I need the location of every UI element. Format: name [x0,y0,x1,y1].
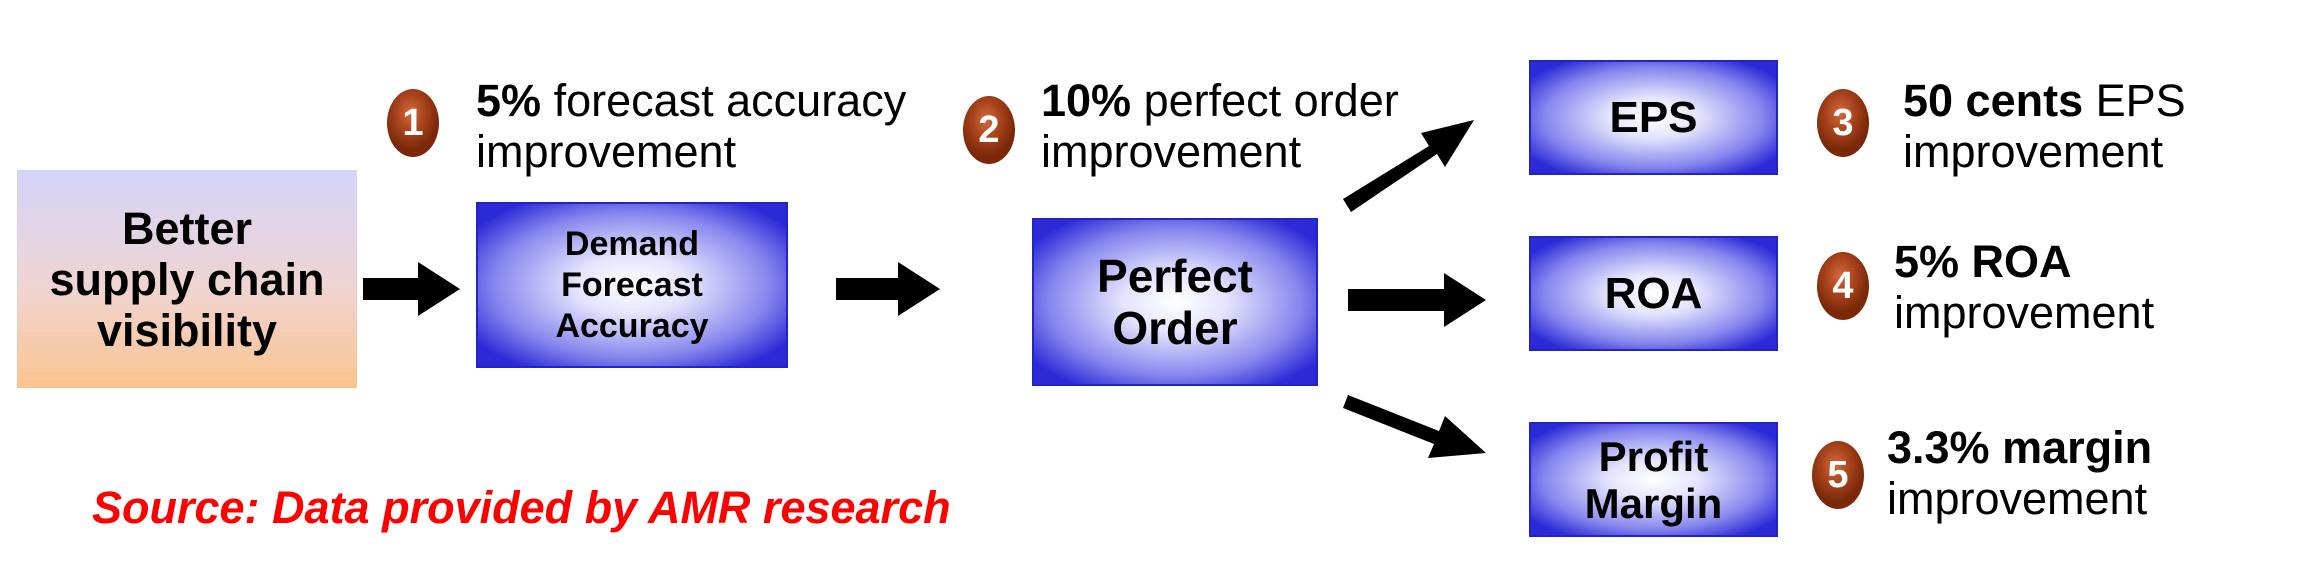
annotation-5: 3.3% margin improvement [1887,422,2152,524]
annotation-4-bold: 5% ROA [1894,236,2072,287]
annotation-2: 10% perfect order improvement [1041,75,1399,177]
badge-4: 4 [1817,252,1869,320]
box-line: Demand [564,224,700,263]
annotation-2-line2: improvement [1041,126,1302,177]
box-line: Order [1112,302,1238,354]
arrow-demand-to-perfect [836,262,940,316]
box-profit-margin: Profit Margin [1529,422,1778,537]
start-box-line: Better [121,202,253,254]
badge-number: 3 [1832,101,1854,144]
annotation-1-bold: 5% [476,75,542,126]
annotation-5-bold: 3.3% margin [1887,422,2153,473]
box-line: Perfect [1097,250,1253,302]
annotation-2-bold: 10% [1041,75,1132,126]
badge-number: 4 [1832,264,1854,307]
badge-number: 2 [978,108,1000,151]
box-eps: EPS [1529,60,1778,175]
arrows-group [363,120,1486,458]
box-perfect-order: Perfect Order [1032,218,1318,386]
box-demand-forecast-accuracy: Demand Forecast Accuracy [476,202,788,368]
annotation-3-line2: improvement [1903,126,2164,177]
annotation-3-rest: EPS [2095,75,2186,126]
annotation-1: 5% forecast accuracy improvement [476,75,906,177]
annotation-1-line2: improvement [476,126,737,177]
start-box-line: supply chain [49,253,325,305]
source-note: Source: Data provided by AMR research [92,482,951,533]
annotation-1-rest: forecast accuracy [553,75,907,126]
box-line: Accuracy [555,306,709,345]
box-line: Forecast [561,265,703,304]
box-line: Margin [1584,479,1723,527]
box-roa: ROA [1529,236,1778,351]
annotation-5-line2: improvement [1887,473,2148,524]
badge-number: 1 [402,101,424,144]
start-box-better-visibility: Better supply chain visibility [17,170,357,388]
box-line: Profit [1598,432,1709,480]
box-label: EPS [1609,92,1698,142]
badge-2: 2 [963,96,1015,164]
badge-1: 1 [387,89,439,157]
annotation-4: 5% ROA improvement [1894,236,2154,338]
arrow-start-to-demand [363,262,460,316]
start-box-line: visibility [96,304,278,356]
badge-5: 5 [1812,441,1864,509]
annotation-2-rest: perfect order [1143,75,1399,126]
badge-number: 5 [1827,453,1849,496]
arrow-perfect-to-eps [1343,120,1474,212]
badge-3: 3 [1817,89,1869,157]
annotation-3: 50 cents EPS improvement [1903,75,2186,177]
arrow-perfect-to-roa [1348,273,1486,327]
annotation-4-line2: improvement [1894,287,2155,338]
box-label: ROA [1604,268,1703,318]
arrow-perfect-to-profit [1343,395,1486,458]
annotation-3-bold: 50 cents [1903,75,2084,126]
